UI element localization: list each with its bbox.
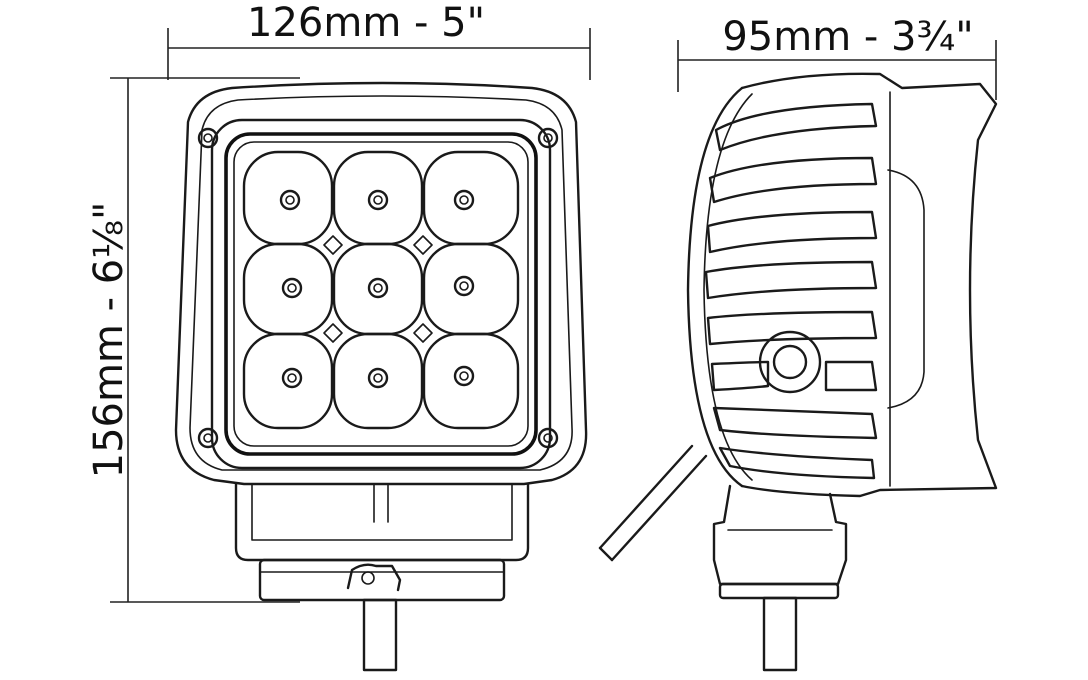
led-cell xyxy=(242,242,334,336)
led-cell xyxy=(332,150,424,246)
front-view xyxy=(174,81,588,672)
depth-dimension xyxy=(677,40,997,100)
adjuster-knob xyxy=(758,330,822,394)
depth-dimension-label: 95mm - 3¾" xyxy=(722,14,973,60)
screw xyxy=(197,427,219,449)
screw xyxy=(197,127,219,149)
led-cell xyxy=(332,332,424,430)
height-dimension-label: 156mm - 6⅛" xyxy=(86,202,132,479)
led-grid xyxy=(242,150,520,430)
screw xyxy=(537,427,559,449)
screw xyxy=(537,127,559,149)
power-cable xyxy=(598,444,708,562)
led-cell xyxy=(422,332,520,430)
mounting-bracket xyxy=(234,482,530,672)
led-cell xyxy=(422,242,520,336)
led-cell xyxy=(422,150,520,246)
led-cell xyxy=(332,242,424,336)
width-dimension-label: 126mm - 5" xyxy=(247,0,485,46)
width-dimension xyxy=(167,28,591,80)
led-cell xyxy=(242,332,334,430)
height-dimension xyxy=(110,77,300,603)
led-cell xyxy=(242,150,334,246)
side-bracket xyxy=(712,484,848,672)
cooling-fins xyxy=(704,102,878,480)
side-view xyxy=(598,72,998,672)
